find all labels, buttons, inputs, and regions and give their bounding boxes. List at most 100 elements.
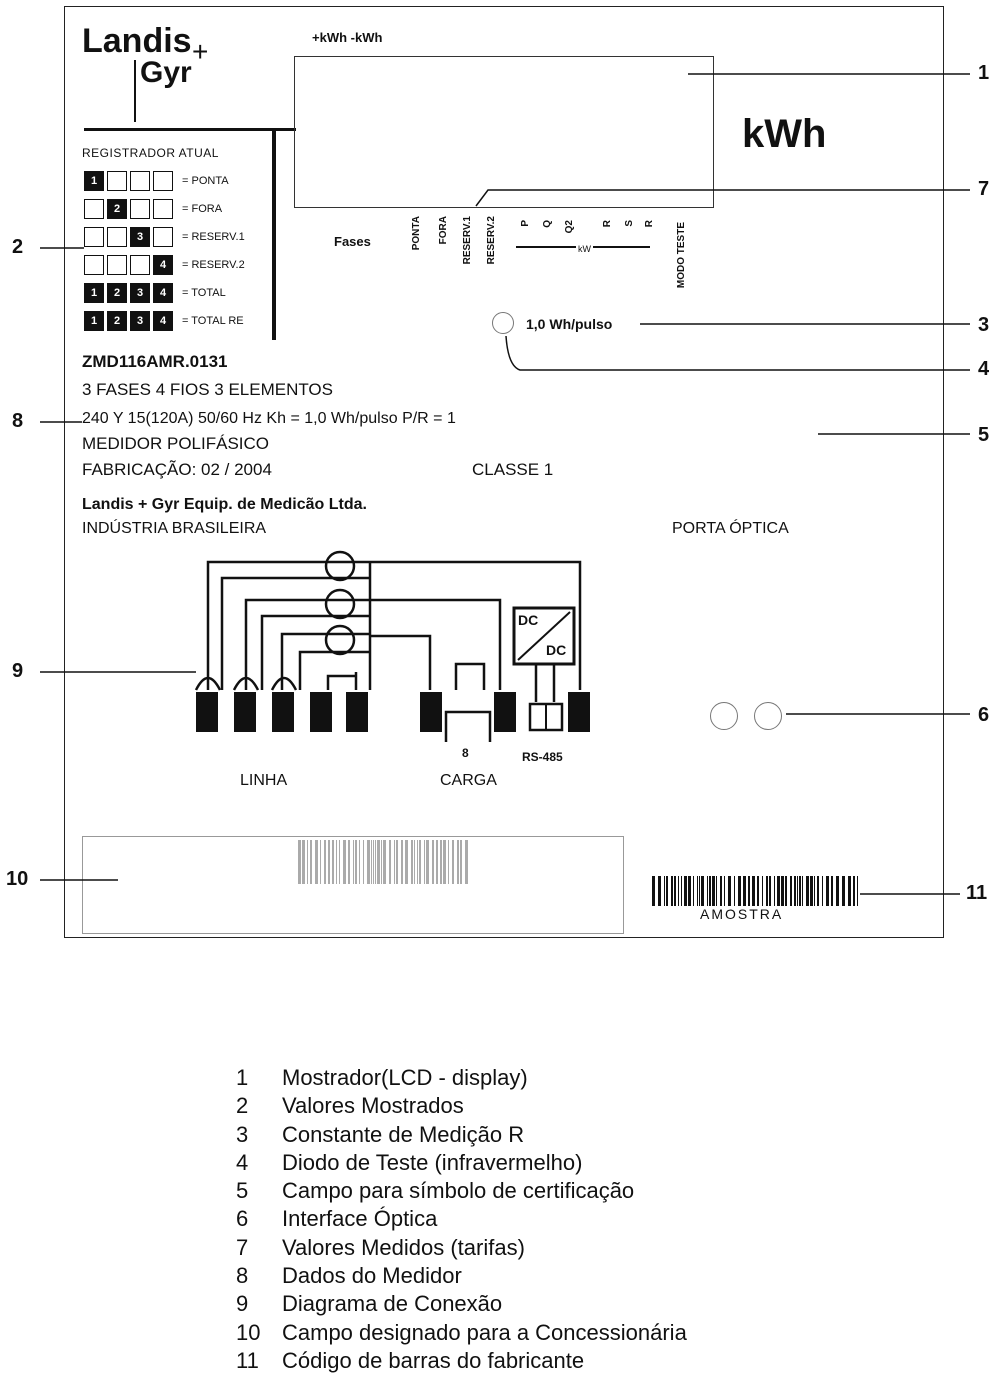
- meter-class: CLASSE 1: [472, 460, 554, 479]
- barcode-bar: [375, 840, 376, 884]
- barcode-bar: [339, 840, 340, 884]
- barcode-bar: [320, 840, 321, 884]
- barcode-bar: [831, 876, 833, 906]
- rs485-label: RS-485: [522, 750, 563, 764]
- barcode-bar: [363, 840, 364, 884]
- barcode-bar: [432, 840, 434, 884]
- callout-10: 10: [6, 868, 29, 890]
- register-cell: 3: [130, 311, 150, 331]
- register-row: 4= RESERV.2: [84, 254, 245, 276]
- barcode-bar: [394, 840, 395, 884]
- barcode-bar: [738, 876, 741, 906]
- legend-number: 9: [236, 1291, 249, 1317]
- barcode-bar: [424, 840, 425, 884]
- register-cell: 4: [153, 283, 173, 303]
- barcode-bar: [359, 840, 360, 884]
- barcode-bar: [440, 840, 442, 884]
- register-row-label: = TOTAL: [182, 287, 226, 299]
- register-side-rule: [272, 130, 276, 340]
- barcode-bar: [389, 840, 391, 884]
- barcode-bar: [826, 876, 829, 906]
- barcode-bar: [666, 876, 668, 906]
- legend-text: Interface Óptica: [282, 1206, 438, 1232]
- barcode-bar: [411, 840, 413, 884]
- callout-3: 3: [978, 314, 990, 336]
- barcode-bar: [724, 876, 725, 906]
- barcode-bar: [426, 840, 429, 884]
- register-cell: 4: [153, 255, 173, 275]
- barcode-bar: [790, 876, 792, 906]
- barcode-bar: [302, 840, 305, 884]
- callout-9: 9: [12, 660, 24, 682]
- barcode-bar: [688, 876, 691, 906]
- barcode-bar: [797, 876, 798, 906]
- barcode-bar: [757, 876, 759, 906]
- register-cell: [153, 227, 173, 247]
- barcode-bar: [332, 840, 334, 884]
- barcode-bar: [842, 876, 845, 906]
- barcode-bar: [310, 840, 312, 884]
- barcode-bar: [785, 876, 787, 906]
- barcode-bar: [315, 840, 318, 884]
- barcode-bar: [383, 840, 386, 884]
- legend-text: Campo para símbolo de certificação: [282, 1178, 635, 1204]
- barcode-bar: [355, 840, 357, 884]
- barcode-bar: [781, 876, 784, 906]
- register-title: REGISTRADOR ATUAL: [82, 146, 219, 160]
- barcode-bar: [457, 840, 459, 884]
- barcode-bar: [405, 840, 408, 884]
- meter-line-specs: 240 Y 15(120A) 50/60 Hz Kh = 1,0 Wh/puls…: [82, 410, 456, 427]
- barcode-bar: [452, 840, 454, 884]
- manufacturer-barcode: [652, 876, 858, 906]
- barcode-bar: [684, 876, 687, 906]
- legend-item: 11 Código de barras do fabricante: [236, 1347, 687, 1375]
- legend-text: Campo designado para a Concessionária: [282, 1319, 687, 1345]
- barcode-bar: [716, 876, 717, 906]
- concessionaire-barcode: [298, 840, 468, 884]
- lcd-display: [294, 56, 714, 208]
- meter-line-fabrication: FABRICAÇÃO: 02 / 2004: [82, 460, 272, 479]
- barcode-bar: [806, 876, 809, 906]
- barcode-bar: [777, 876, 780, 906]
- register-cell: 3: [130, 283, 150, 303]
- legend-number: 1: [236, 1065, 249, 1090]
- legend-number: 6: [236, 1206, 249, 1232]
- register-cell: [107, 255, 127, 275]
- barcode-bar: [671, 876, 673, 906]
- barcode-bar: [658, 876, 661, 906]
- constant-label: 1,0 Wh/pulso: [526, 316, 613, 332]
- legend-number: 7: [236, 1234, 249, 1260]
- barcode-bar: [381, 840, 382, 884]
- register-cell: 1: [84, 311, 104, 331]
- barcode-bar: [734, 876, 735, 906]
- register-row-label: = TOTAL RE: [182, 315, 244, 327]
- barcode-bar: [448, 840, 449, 884]
- barcode-bar: [371, 840, 372, 884]
- porta-optica-label: PORTA ÓPTICA: [672, 520, 789, 537]
- register-cell: [130, 171, 150, 191]
- barcode-bar: [436, 840, 438, 884]
- barcode-bar: [720, 876, 722, 906]
- legend-text: Constante de Medição R: [282, 1121, 525, 1147]
- barcode-bar: [367, 840, 370, 884]
- callout-11: 11: [966, 882, 988, 904]
- register-cell: 3: [130, 227, 150, 247]
- callout-1: 1: [978, 62, 990, 84]
- register-cell: 1: [84, 283, 104, 303]
- legend-number: 11: [236, 1347, 259, 1373]
- callout-7: 7: [978, 178, 990, 200]
- barcode-bar: [848, 876, 851, 906]
- legend-number: 10: [236, 1319, 261, 1345]
- register-row: 2= FORA: [84, 198, 222, 220]
- legend-text: Diagrama de Conexão: [282, 1291, 503, 1317]
- legend-text: Código de barras do fabricante: [282, 1347, 585, 1373]
- legend-number: 4: [236, 1149, 249, 1175]
- callout-6: 6: [978, 704, 990, 726]
- register-cell: [153, 171, 173, 191]
- register-row-label: = RESERV.1: [182, 231, 245, 243]
- barcode-bar: [699, 876, 700, 906]
